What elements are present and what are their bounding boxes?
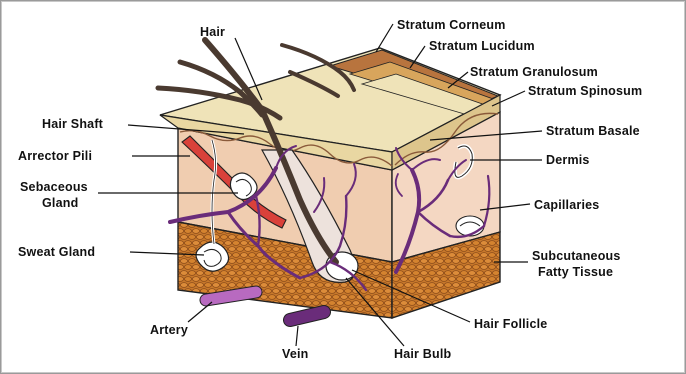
label-gland: Gland [42, 196, 78, 210]
label-artery: Artery [150, 323, 188, 337]
label-fatty-tissue: Fatty Tissue [538, 265, 613, 279]
label-hair-shaft: Hair Shaft [42, 117, 104, 131]
label-stratum-corneum: Stratum Corneum [397, 18, 506, 32]
label-arrector-pili: Arrector Pili [18, 149, 92, 163]
skin-block [158, 40, 500, 320]
vein-tube-fill [290, 312, 324, 320]
label-vein: Vein [282, 347, 309, 361]
label-hair-bulb: Hair Bulb [394, 347, 452, 361]
label-hair-follicle: Hair Follicle [474, 317, 547, 331]
label-stratum-granulosum: Stratum Granulosum [470, 65, 598, 79]
label-sebaceous: Sebaceous [20, 180, 88, 194]
label-hair: Hair [200, 25, 225, 39]
label-stratum-basale: Stratum Basale [546, 124, 640, 138]
capillary-coil-lower [456, 216, 484, 236]
label-capillaries: Capillaries [534, 198, 599, 212]
label-sweat-gland: Sweat Gland [18, 245, 95, 259]
label-dermis: Dermis [546, 153, 590, 167]
label-stratum-lucidum: Stratum Lucidum [429, 39, 535, 53]
label-stratum-spinosum: Stratum Spinosum [528, 84, 642, 98]
label-subcutaneous: Subcutaneous [532, 249, 621, 263]
